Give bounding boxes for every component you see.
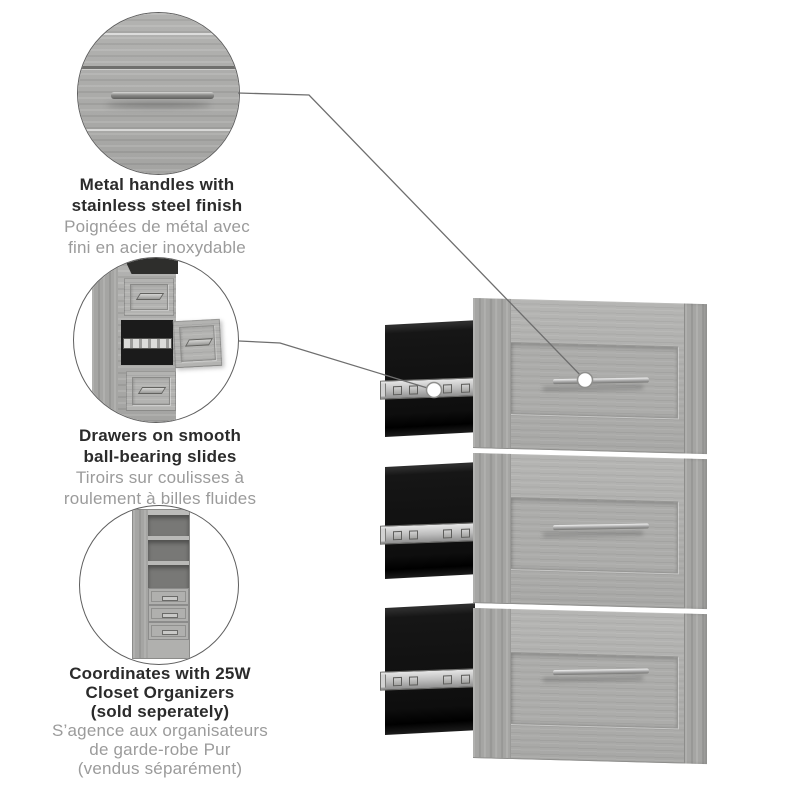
feature-title-line-fr: fini en acier inoxydable (68, 238, 246, 257)
slide-rivet (393, 676, 402, 687)
handle-zoom-circle (77, 12, 240, 175)
drawer-box-2 (385, 462, 475, 579)
organizer-drawer (148, 605, 189, 622)
front-right-edge (684, 303, 707, 455)
organizer-drawer-handle (161, 595, 178, 601)
slide-end-cap (381, 383, 386, 397)
feature-title-line: ball-bearing slides (83, 447, 237, 466)
drawer-gap-line (78, 66, 239, 69)
feature-text-slides: Drawers on smooth ball-bearing slides Ti… (15, 425, 305, 509)
organizer-top-edge (148, 510, 189, 515)
ball-bearing-slide-2 (380, 522, 477, 545)
feature-title-line: Closet Organizers (85, 683, 235, 702)
feature-text-organizers: Coordinates with 25W Closet Organizers (… (10, 664, 310, 778)
mini-drawer-inset (132, 377, 170, 405)
feature-title-line: Coordinates with 25W (69, 664, 251, 683)
slide-rivet (443, 529, 452, 539)
slide-rivet (443, 675, 452, 685)
mini-drawer-handle (135, 293, 165, 301)
cabinet-side-panel (92, 258, 118, 422)
drawer-front-face (473, 298, 685, 454)
slide-rivet (409, 676, 418, 686)
organizer-drawer (148, 588, 189, 605)
pulled-out-drawer-front (172, 318, 223, 369)
front-left-stile (473, 453, 511, 603)
shaker-recessed-panel (510, 651, 678, 729)
slide-rivet (461, 674, 470, 684)
drawer-front-1 (473, 298, 707, 455)
feature-title-line: Drawers on smooth (78, 426, 242, 445)
drawer-front-3 (473, 608, 707, 765)
front-left-stile (473, 298, 511, 448)
drawer-edge-highlight (78, 33, 239, 35)
feature-title-line-fr: Tiroirs sur coulisses à (75, 468, 245, 487)
organizer-base (148, 640, 189, 658)
front-right-edge (684, 613, 707, 765)
organizer-open-shelf (148, 565, 189, 588)
ball-bearing-slide-3 (380, 668, 477, 691)
slide-end-cap (381, 674, 386, 688)
slide-rivet (409, 530, 418, 540)
mini-drawer-bottom (126, 371, 176, 411)
feature-title-line-fr: roulement à billes fluides (63, 489, 257, 508)
slide-rivet (461, 383, 470, 393)
slide-rivet (409, 385, 418, 395)
cabinet-top-shadow (124, 258, 178, 274)
feature-title-line-fr: (vendus séparément) (77, 759, 243, 778)
closet-organizer-circle (79, 505, 239, 665)
feature-title-line: (sold seperately) (90, 702, 230, 721)
feature-title-line-fr: S’agence aux organisateurs (52, 721, 268, 740)
mini-drawer-inset (130, 284, 168, 310)
front-right-edge (684, 458, 707, 610)
ball-bearing-slide-1 (380, 377, 477, 400)
organizer-open-shelf (148, 515, 189, 536)
feature-title-line-fr: de garde-robe Pur (89, 740, 231, 759)
organizer-drawer-handle (161, 612, 178, 618)
feature-title-line: stainless steel finish (71, 196, 243, 215)
drawer-edge-highlight (78, 129, 239, 131)
mini-drawer-top (124, 278, 174, 316)
slide-rivet (393, 385, 402, 396)
slide-rivet (443, 384, 452, 394)
organizer-drawer (148, 622, 189, 640)
organizer-drawer-inset (151, 608, 186, 619)
drawer-front-2 (473, 453, 707, 610)
three-drawer-set (380, 280, 725, 792)
organizer-open-shelf (148, 540, 189, 561)
drawer-front-face (473, 453, 685, 609)
feature-text-metal-handles: Metal handles with stainless steel finis… (17, 174, 297, 258)
organizer-drawer-inset (151, 591, 186, 602)
slide-rivet (461, 528, 470, 538)
metal-handle-closeup (111, 92, 214, 99)
mini-drawer-handle (184, 338, 213, 347)
organizer-face (148, 510, 189, 658)
feature-title-line-fr: Poignées de métal avec (64, 217, 250, 236)
closet-organizer-unit (133, 510, 189, 658)
open-drawer-cavity (121, 320, 173, 365)
slide-end-cap (381, 528, 386, 542)
organizer-drawer-inset (151, 625, 186, 637)
drawer-front-face (473, 608, 685, 764)
organizer-shelf (148, 536, 189, 540)
front-left-stile (473, 608, 511, 758)
slide-rivet (393, 530, 402, 541)
handle-shadow (106, 102, 211, 108)
organizer-side-panel (133, 510, 148, 658)
drawer-slide-zoom-circle (73, 257, 239, 423)
feature-title-line: Metal handles with (79, 175, 235, 194)
ball-bearing-slide-mini (123, 338, 172, 349)
organizer-shelf (148, 561, 189, 565)
organizer-drawer-handle (161, 630, 178, 636)
mini-drawer-handle (137, 387, 167, 394)
